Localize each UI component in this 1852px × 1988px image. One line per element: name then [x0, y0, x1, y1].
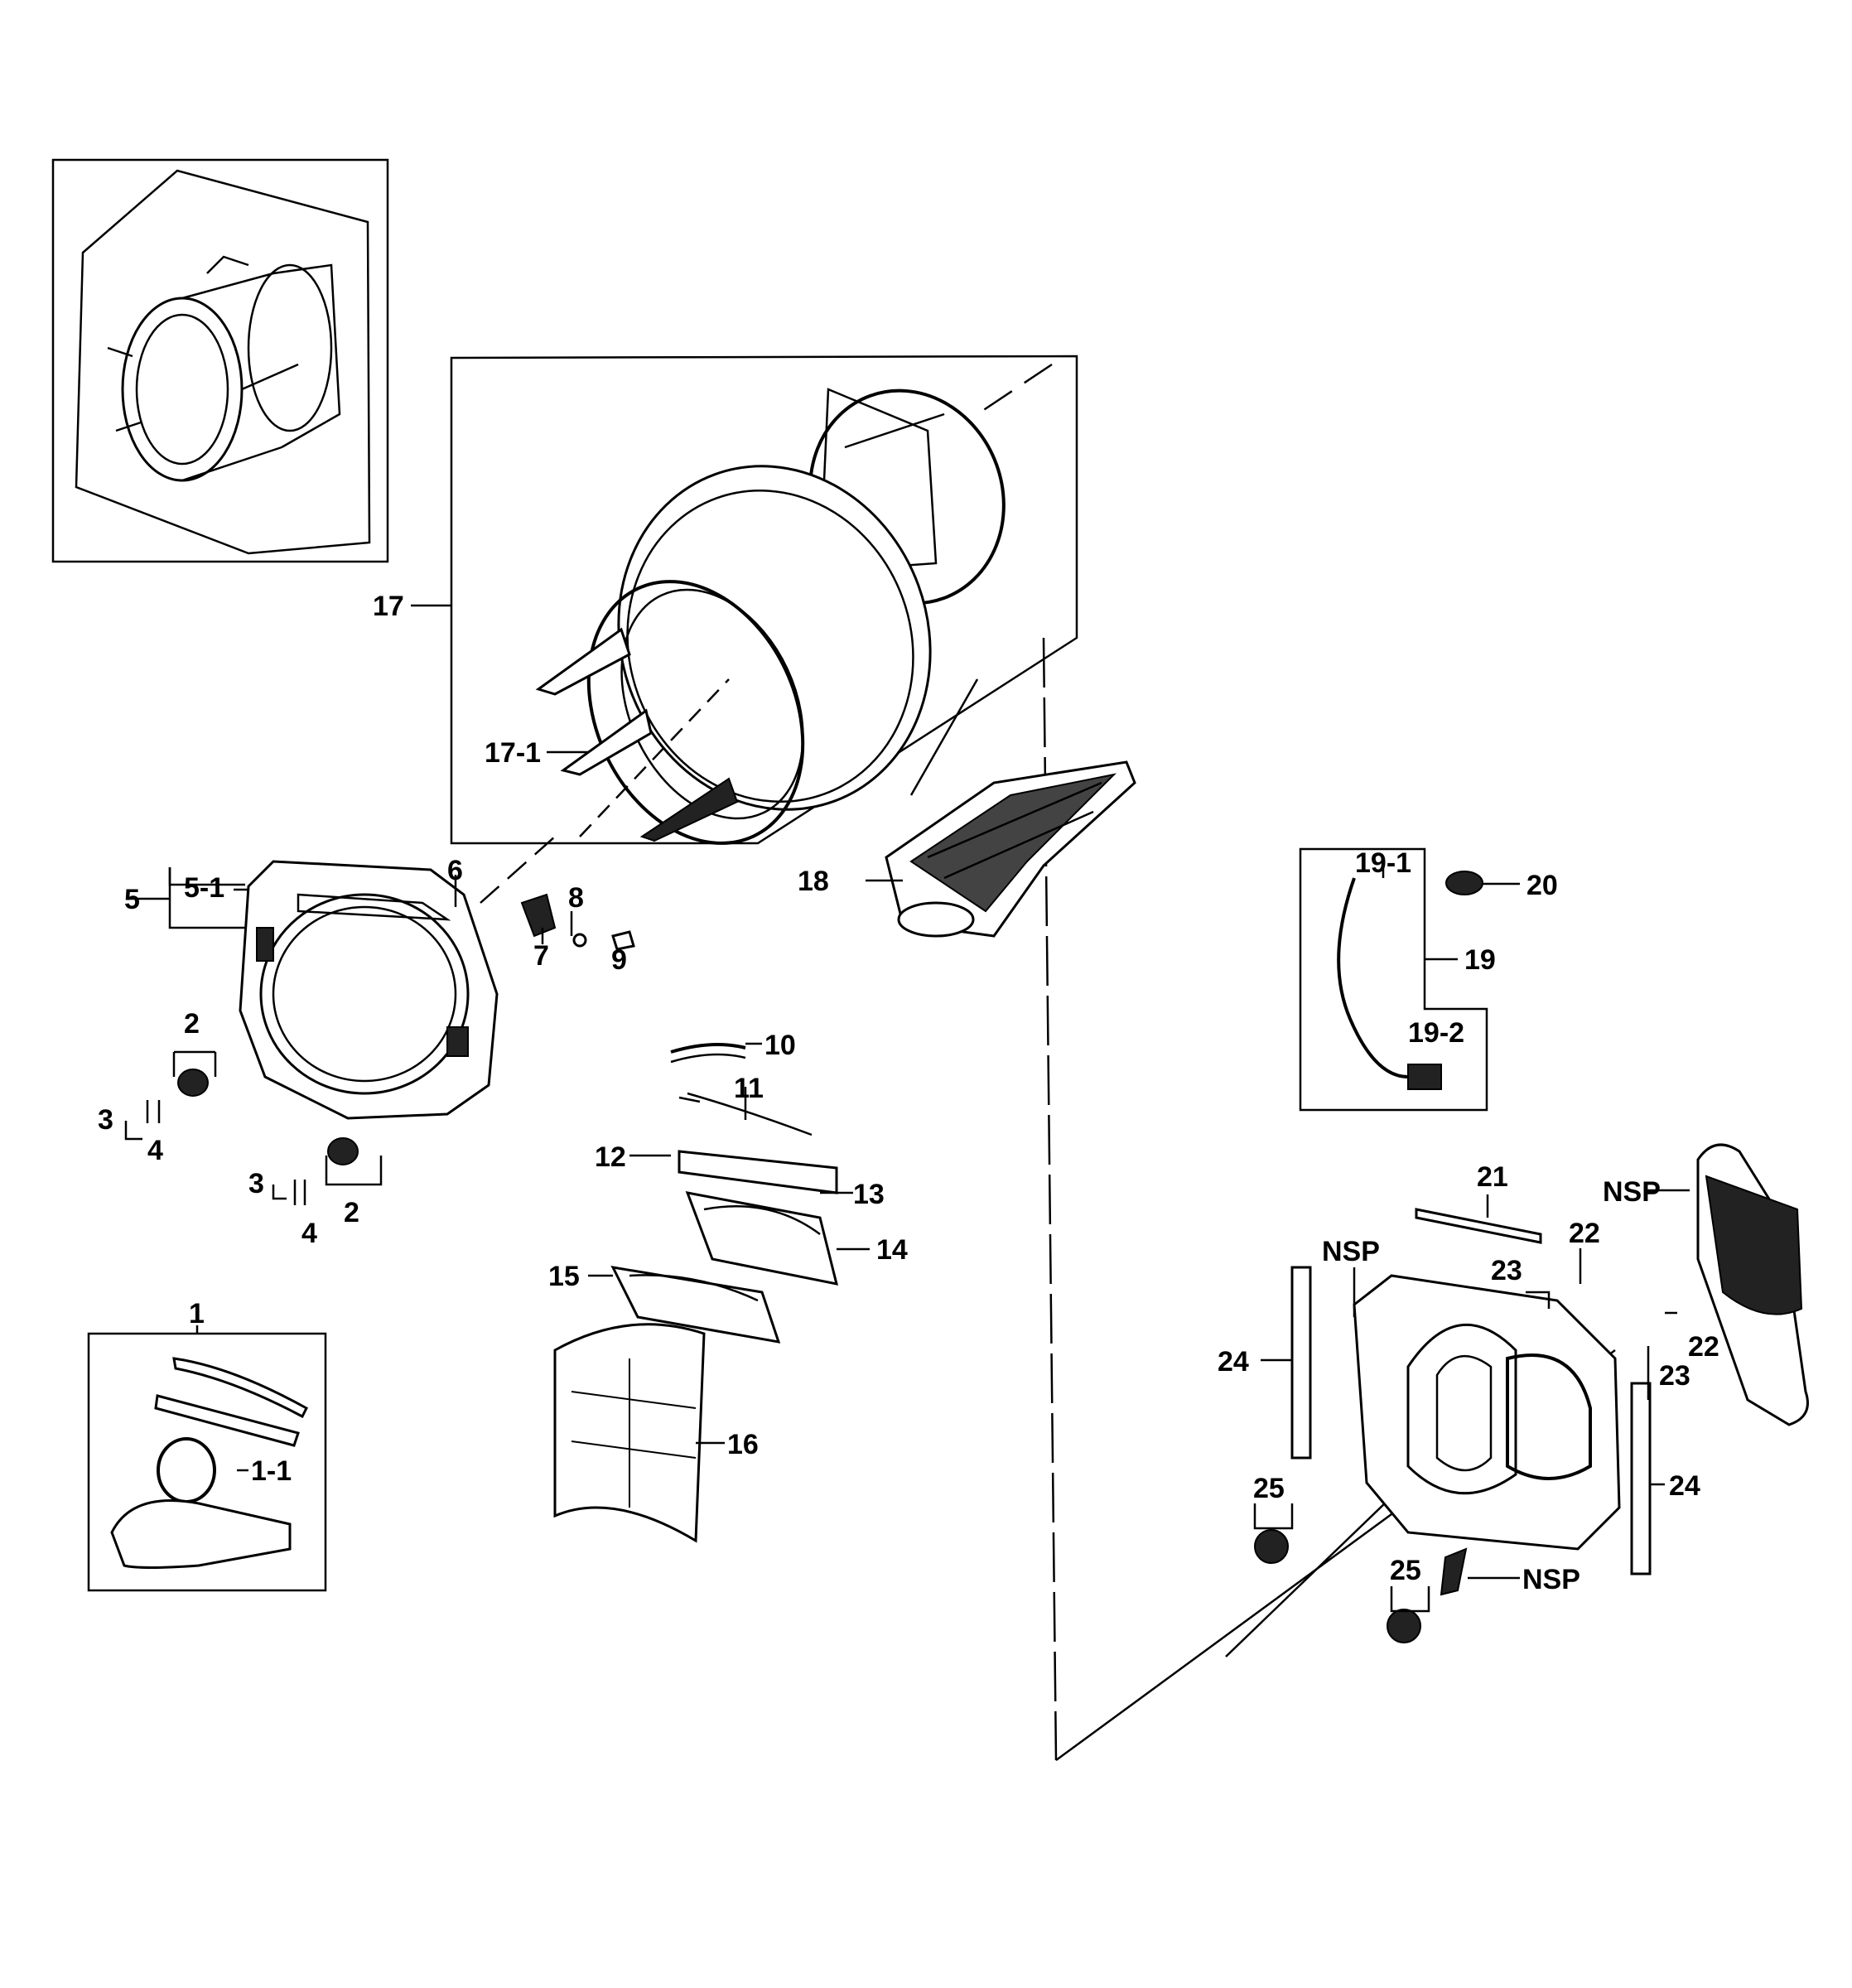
- label-15: 15: [548, 1261, 580, 1292]
- small-parts-front: [177, 893, 635, 1165]
- label-14: 14: [876, 1234, 908, 1266]
- label-20: 20: [1526, 870, 1558, 901]
- part-1-box: [87, 1332, 327, 1592]
- part-19-box: [1299, 847, 1488, 1112]
- label-4b: 4: [301, 1218, 317, 1249]
- label-12: 12: [595, 1141, 626, 1173]
- front-panel: [239, 860, 499, 1120]
- label-22b: 22: [1688, 1331, 1719, 1363]
- label-19-1: 19-1: [1355, 847, 1411, 879]
- label-2b: 2: [344, 1197, 359, 1228]
- label-6: 6: [447, 855, 463, 886]
- label-19-2: 19-2: [1408, 1017, 1464, 1049]
- label-13: 13: [853, 1179, 885, 1210]
- part-labels: 17 17-1 5 5-1 6 7 8 9 2 3 4 3 4 2 1 1-1 …: [98, 591, 1719, 1595]
- label-7: 7: [533, 940, 549, 972]
- label-25b: 25: [1390, 1555, 1421, 1586]
- label-4a: 4: [147, 1135, 163, 1166]
- label-18: 18: [798, 866, 829, 897]
- label-1: 1: [189, 1298, 205, 1329]
- drum-assembly-box: [450, 355, 1078, 845]
- label-24a: 24: [1218, 1346, 1249, 1378]
- label-17-1: 17-1: [485, 737, 541, 769]
- assembly-overview-inset: [51, 158, 389, 563]
- label-11: 11: [734, 1073, 764, 1104]
- label-17: 17: [373, 591, 404, 622]
- label-nsp-1: NSP: [1603, 1176, 1661, 1208]
- label-1-1: 1-1: [251, 1455, 292, 1487]
- label-3b: 3: [248, 1168, 264, 1199]
- label-3a: 3: [98, 1104, 113, 1136]
- label-nsp-3: NSP: [1522, 1564, 1580, 1595]
- label-8: 8: [568, 882, 584, 914]
- lint-filter-18: [885, 760, 1136, 938]
- rear-panel: [1353, 1274, 1621, 1551]
- label-5: 5: [124, 884, 140, 915]
- label-23a: 23: [1491, 1255, 1522, 1286]
- label-5-1: 5-1: [184, 872, 224, 904]
- label-25a: 25: [1253, 1473, 1285, 1504]
- label-16: 16: [727, 1429, 759, 1460]
- label-leaders: [124, 604, 1690, 1613]
- label-22a: 22: [1569, 1218, 1600, 1249]
- label-10: 10: [764, 1030, 796, 1061]
- label-23b: 23: [1659, 1360, 1690, 1392]
- label-19: 19: [1464, 944, 1496, 976]
- label-9: 9: [611, 944, 627, 976]
- label-nsp-2: NSP: [1322, 1236, 1380, 1267]
- rear-small-parts: [1254, 1208, 1652, 1643]
- duct-parts: [553, 1043, 839, 1543]
- label-2a: 2: [184, 1008, 200, 1040]
- label-24b: 24: [1669, 1470, 1700, 1502]
- rear-duct: [1696, 1143, 1809, 1426]
- label-21: 21: [1477, 1161, 1508, 1193]
